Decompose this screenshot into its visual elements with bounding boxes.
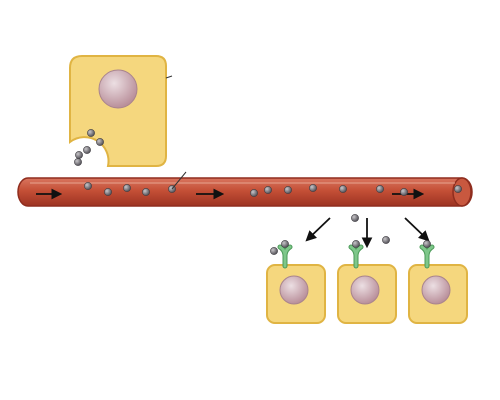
target-cell (337, 240, 397, 324)
hormone-molecule (87, 129, 95, 137)
bound-hormone (352, 240, 360, 248)
hormone-molecule (123, 184, 131, 192)
hormone-in-blood-group (84, 171, 462, 197)
hormone-molecule (339, 185, 347, 193)
target-cell-nucleus (279, 275, 309, 305)
hormone-molecule (454, 185, 462, 193)
secreted-hormone-group (74, 75, 173, 166)
hormone-molecule (104, 188, 112, 196)
dispersal-arrow (404, 217, 430, 242)
target-cell (408, 240, 468, 324)
bound-hormone (281, 240, 289, 248)
hormone-molecule (84, 182, 92, 190)
hormone-molecule (284, 186, 292, 194)
hormone-molecule (400, 188, 408, 196)
dispersal-arrow (305, 217, 331, 242)
dispersal-arrow-group (305, 214, 430, 249)
secreting-cell-nucleus (98, 69, 138, 109)
target-cell-group (266, 240, 468, 324)
hormone-molecule (75, 151, 83, 159)
hormone-molecule (376, 185, 384, 193)
hormone-molecule (250, 189, 258, 197)
hormone-molecule (264, 186, 272, 194)
leader-line (165, 75, 173, 79)
target-cell-nucleus (421, 275, 451, 305)
hormone-molecule (309, 184, 317, 192)
secreting-cell-body (69, 55, 167, 167)
secreting-cell (69, 55, 173, 167)
target-cell (266, 240, 326, 324)
bound-hormone (423, 240, 431, 248)
blood-vessel (17, 171, 473, 207)
hormone-molecule (96, 138, 104, 146)
hormone-molecule (351, 214, 359, 222)
leader-line (171, 171, 187, 190)
receptor-icon (419, 244, 435, 269)
blood-vessel-end (452, 177, 472, 207)
hormone-molecule (142, 188, 150, 196)
bound-hormone (270, 247, 278, 255)
receptor-icon (277, 244, 293, 269)
target-cell-nucleus (350, 275, 380, 305)
hormone-molecule (83, 146, 91, 154)
hormone-molecule (382, 236, 390, 244)
hormone-molecule (74, 158, 82, 166)
receptor-icon (348, 244, 364, 269)
